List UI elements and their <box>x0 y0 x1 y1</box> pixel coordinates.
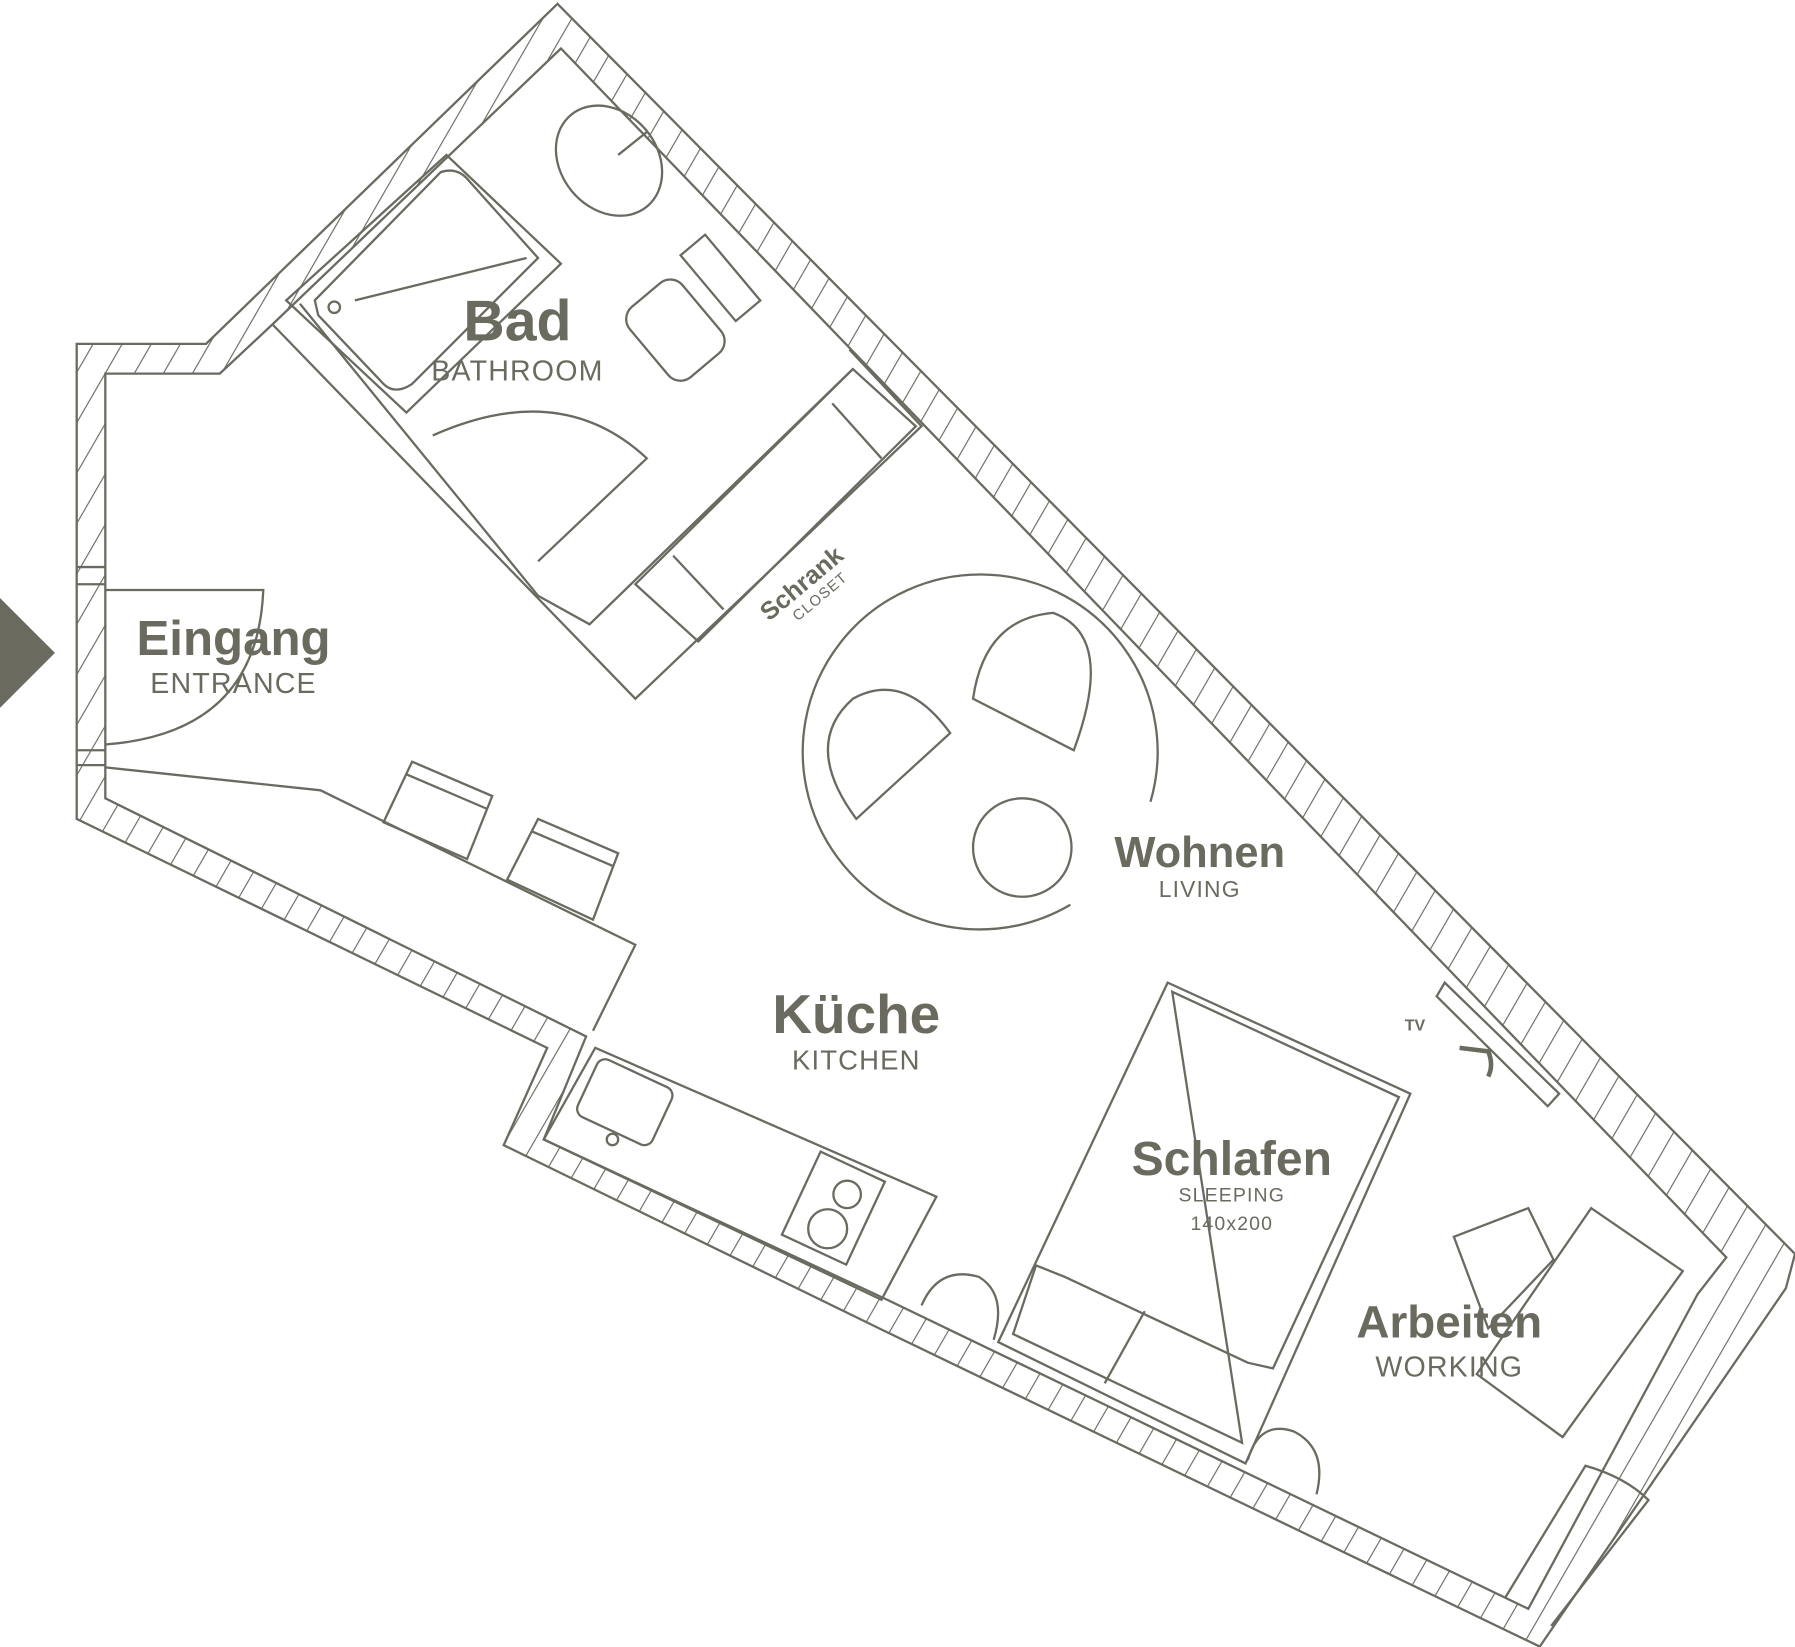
room-sub-kitchen: KITCHEN <box>792 1045 921 1076</box>
kitchen-counter <box>542 1046 939 1302</box>
bed-inner <box>1011 989 1401 1445</box>
nightstand <box>1246 1427 1321 1495</box>
burner <box>807 1208 849 1250</box>
bathtub <box>284 153 563 415</box>
sink <box>554 104 664 217</box>
bar-stool <box>505 817 620 922</box>
dining-table <box>801 573 1159 931</box>
room-name-bathroom: Bad <box>463 289 571 353</box>
shower-line <box>354 256 527 302</box>
room-name-sleeping: Schlafen <box>1132 1132 1332 1186</box>
bar-stool <box>381 760 494 861</box>
room-sub-entrance: ENTRANCE <box>150 668 317 700</box>
desk-chair <box>1452 1206 1555 1331</box>
closet-rod <box>672 554 725 611</box>
bed-size: 140x200 <box>1190 1213 1273 1235</box>
room-sub-bathroom: BATHROOM <box>431 355 603 387</box>
closet <box>633 367 918 644</box>
room-name-living: Wohnen <box>1114 829 1285 877</box>
room-sub-living: LIVING <box>1159 876 1241 902</box>
drain-icon <box>605 1132 620 1147</box>
room-name-working: Arbeiten <box>1356 1297 1542 1348</box>
pouf <box>971 797 1073 898</box>
tv <box>1435 980 1561 1108</box>
drain-icon <box>327 300 342 315</box>
entrance-arrow-icon <box>0 597 55 708</box>
toilet-tank <box>678 233 762 323</box>
room-name-entrance: Eingang <box>136 611 330 666</box>
bathroom-inner-wall <box>299 303 854 626</box>
toilet <box>625 278 726 382</box>
balcony-door <box>1504 1464 1650 1627</box>
closet-rod <box>831 402 883 460</box>
cooktop <box>780 1150 887 1267</box>
kitchen-sink <box>576 1058 674 1147</box>
room-sub-working: WORKING <box>1375 1351 1523 1383</box>
desk <box>1475 1206 1685 1439</box>
bathroom-door-swing <box>432 410 649 563</box>
tv-label: TV <box>1405 1017 1426 1035</box>
faucet <box>617 131 648 156</box>
bed <box>996 981 1412 1465</box>
room-name-kitchen: Küche <box>772 983 940 1045</box>
swivel-arrow-icon <box>1459 1045 1494 1078</box>
entrance-door-swing <box>105 588 265 746</box>
pillow-divider <box>1103 1310 1146 1384</box>
room-sub-sleeping: SLEEPING <box>1179 1184 1285 1206</box>
bar-counter <box>105 766 637 1032</box>
bathtub-inner <box>313 169 540 391</box>
armchair <box>826 688 952 821</box>
burner <box>832 1179 863 1210</box>
armchair <box>971 611 1092 752</box>
chair <box>920 1273 1000 1341</box>
exterior-walls <box>75 2 1795 1647</box>
